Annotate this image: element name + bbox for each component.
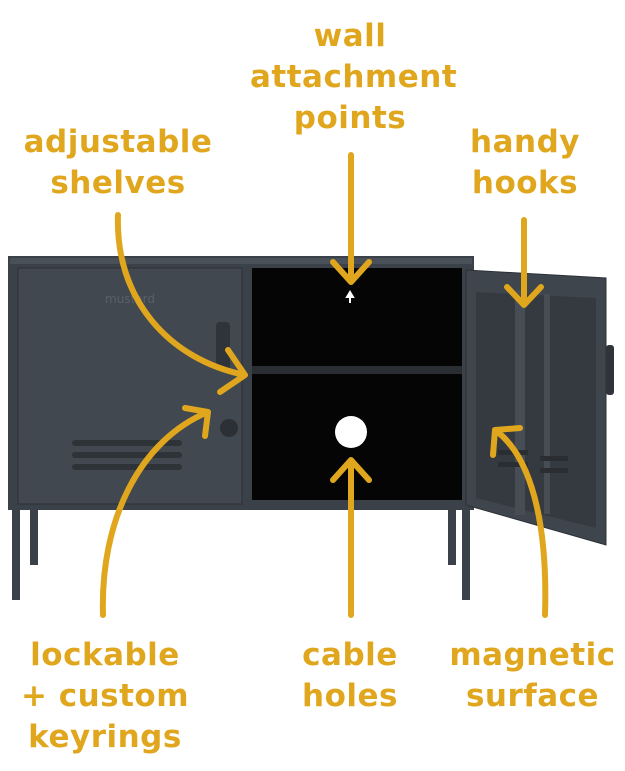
label-line: points <box>293 100 407 136</box>
label-line: magnetic <box>449 637 616 673</box>
label-line: wall <box>313 18 387 54</box>
label-line: holes <box>302 678 398 714</box>
label-adjustable-shelves: adjustable shelves <box>18 122 218 204</box>
shelf <box>252 366 462 374</box>
lock-icon <box>220 419 238 437</box>
label-line: + custom <box>20 678 190 714</box>
arrow-lockable <box>99 405 211 618</box>
arrow-cable <box>330 457 372 618</box>
label-line: attachment <box>250 59 458 95</box>
arrow-wall <box>330 152 372 285</box>
label-handy-hooks: handy hooks <box>445 122 605 204</box>
door-hook-rail <box>515 290 525 515</box>
label-line: handy <box>470 124 580 160</box>
brand-logo: mustard <box>105 292 155 306</box>
label-lockable: lockable + custom keyrings <box>5 635 205 758</box>
label-wall-attachment: wall attachment points <box>250 16 458 139</box>
arrow-hooks <box>504 217 544 308</box>
label-line: keyrings <box>28 719 182 755</box>
label-line: hooks <box>471 165 579 201</box>
cabinet-legs <box>12 505 470 600</box>
vent-slots <box>72 440 182 470</box>
cable-hole <box>335 416 367 448</box>
annotation-arrows <box>99 152 549 618</box>
arrow-shelves <box>114 212 248 395</box>
label-cable-holes: cable holes <box>280 635 420 717</box>
label-line: shelves <box>50 165 186 201</box>
arrow-magnetic <box>490 425 549 618</box>
door-handle <box>216 322 230 370</box>
label-line: surface <box>465 678 600 714</box>
label-line: lockable <box>30 637 180 673</box>
label-line: adjustable <box>23 124 213 160</box>
open-compartment <box>252 268 462 500</box>
wall-hole-icon <box>345 290 355 303</box>
label-magnetic-surface: magnetic surface <box>440 635 625 717</box>
label-line: cable <box>302 637 398 673</box>
